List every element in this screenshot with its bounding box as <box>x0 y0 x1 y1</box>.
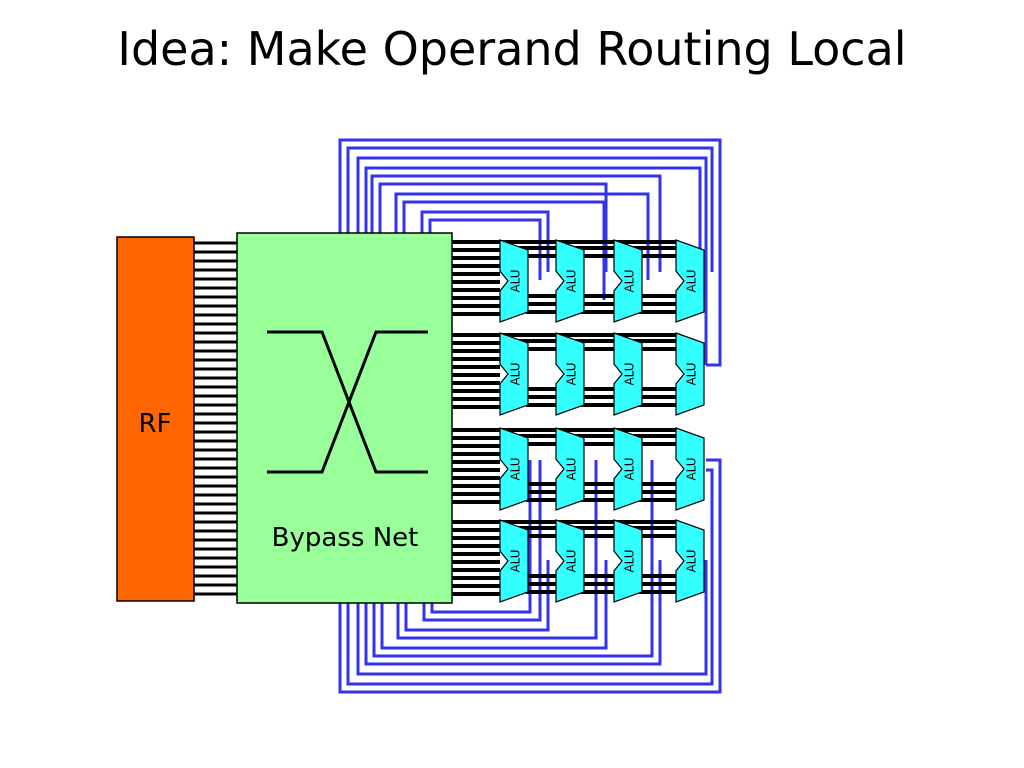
alu-label: ALU <box>565 549 579 572</box>
alu-unit: ALU <box>675 239 705 323</box>
alu-shape <box>555 427 585 511</box>
local-bypass-wires-bottom <box>338 458 722 694</box>
alu-shape <box>555 239 585 323</box>
alu-unit: ALU <box>675 332 705 416</box>
alu-unit: ALU <box>555 519 585 603</box>
bypass-network-label: Bypass Net <box>272 523 419 553</box>
alu-label: ALU <box>685 362 699 385</box>
alu-label: ALU <box>565 362 579 385</box>
alu-shape <box>555 332 585 416</box>
alu-label: ALU <box>509 362 523 385</box>
alu-unit: ALU <box>613 239 643 323</box>
alu-unit: ALU <box>499 332 529 416</box>
alu-unit: ALU <box>613 427 643 511</box>
bypass-network-block <box>236 232 453 604</box>
alu-label: ALU <box>623 269 637 292</box>
alu-label: ALU <box>509 549 523 572</box>
alu-unit: ALU <box>675 519 705 603</box>
alu-label: ALU <box>623 362 637 385</box>
register-file-block <box>116 236 195 602</box>
alu-label: ALU <box>685 457 699 480</box>
alu-label: ALU <box>565 457 579 480</box>
alu-shape <box>613 239 643 323</box>
alu-shape <box>499 332 529 416</box>
alu-unit: ALU <box>675 427 705 511</box>
alu-shape <box>675 239 705 323</box>
alu-shape <box>499 519 529 603</box>
alu-label: ALU <box>623 457 637 480</box>
alu-unit: ALU <box>613 519 643 603</box>
alu-shape <box>613 427 643 511</box>
alu-shape <box>675 332 705 416</box>
alu-shape <box>675 519 705 603</box>
alu-unit: ALU <box>555 427 585 511</box>
alu-label: ALU <box>565 269 579 292</box>
alu-unit: ALU <box>555 332 585 416</box>
alu-shape <box>555 519 585 603</box>
alu-shape <box>613 519 643 603</box>
alu-unit: ALU <box>499 427 529 511</box>
alu-shape <box>499 239 529 323</box>
alu-label: ALU <box>685 549 699 572</box>
alu-shape <box>613 332 643 416</box>
alu-shape <box>675 427 705 511</box>
crossbar-symbol <box>267 330 428 474</box>
alu-label: ALU <box>509 269 523 292</box>
alu-label: ALU <box>509 457 523 480</box>
rf-to-bypass-bus <box>194 241 237 596</box>
slide-title: Idea: Make Operand Routing Local <box>117 22 907 76</box>
bypass-to-alu-bus <box>452 240 676 596</box>
alu-unit: ALU <box>555 239 585 323</box>
register-file-label: RF <box>138 409 171 439</box>
alu-grid: ALU ALU ALU ALU ALU ALU ALU ALU ALU ALU ALU ALU ALU A… <box>499 239 705 603</box>
alu-unit: ALU <box>613 332 643 416</box>
alu-unit: ALU <box>499 519 529 603</box>
alu-label: ALU <box>623 549 637 572</box>
alu-shape <box>499 427 529 511</box>
alu-label: ALU <box>685 269 699 292</box>
alu-unit: ALU <box>499 239 529 323</box>
